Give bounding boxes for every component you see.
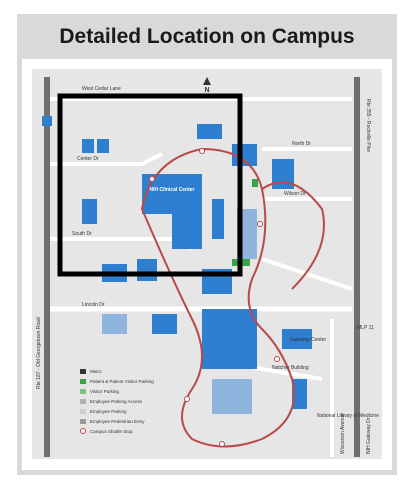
building-38 [292,379,307,409]
panel-title: Detailed Location on Campus [59,24,355,48]
map-panel: Detailed Location on Campus [17,14,397,475]
legend-label: Patient & Patient Visitor Parking [90,379,154,384]
north-label: N [204,87,209,94]
shuttle-stop-icon [80,428,86,434]
shuttle-stop-icon [274,356,280,362]
building-mlp-8 [102,314,127,334]
old-georgetown-label: Rte 187 - Old Georgetown Road [36,317,42,389]
north-arrow-icon [203,77,211,85]
clinical-center-label: NIH Clinical Center [149,187,194,193]
legend-label: Employee Pedestrian Entry [90,419,145,424]
visitor-parking-icon [80,389,86,394]
south-dr-label: South Dr [72,231,92,237]
gateway-dr-label: NIH Gateway Dr [366,417,372,454]
parking-icon [80,379,86,384]
campus-map: N West Cedar Lane Center Dr South Dr Lin… [22,59,392,470]
legend-label: Visitor Parking [90,389,119,394]
legend-label: Employee Parking [90,409,127,414]
metro-label: MLP 11 [357,325,374,331]
west-cedar-label: West Cedar Lane [82,86,121,92]
building-53 [97,139,109,153]
metro-marker-west [42,116,52,126]
access-icon [80,399,86,404]
highlight-box [57,93,243,277]
north-dr-label: North Dr [292,141,311,147]
building-north [272,159,294,189]
building-31 [212,199,224,239]
legend-label: Metro [90,369,102,374]
gateway-center-label: Gateway Center [290,337,326,343]
map-legend: Metro Patient & Patient Visitor Parking … [80,369,154,434]
old-georgetown-road [44,77,50,457]
building-45 [282,329,312,349]
shuttle-stop-icon [184,396,190,402]
building-35 [137,259,157,281]
campus-map-svg: N West Cedar Lane Center Dr South Dr Lin… [32,69,382,459]
wilson-dr-label: Wilson Dr [284,191,306,197]
wisconsin-label: Wisconsin Avenue [340,413,346,454]
shuttle-stop-icon [219,441,225,447]
center-drive-road [50,152,163,166]
building-library-annex [212,379,252,414]
pedestrian-icon [80,419,86,424]
natcher-label: Natcher Building [272,365,309,371]
legend-label: Campus Shuttle Stop [90,429,133,434]
center-dr-label: Center Dr [77,156,99,162]
shuttle-route [140,147,295,448]
natcher-area-building [202,309,257,369]
rockville-pike [354,77,360,457]
library-label: National Library of Medicine [317,413,379,419]
building-51 [82,139,94,153]
building-mlp-9 [152,314,177,334]
rockville-pike-label: Rte 355 - Rockville Pike [365,99,371,152]
metro-icon [80,369,86,374]
shuttle-route-east [261,181,325,290]
lincoln-dr-label: Lincoln Dr [82,302,105,308]
patient-parking [252,179,258,187]
shuttle-stop-icon [149,176,155,182]
building-10-south [172,214,202,249]
legend-label: Employee Parking Access [90,399,143,404]
shuttle-stop-icon [257,221,263,227]
building-41 [82,199,97,224]
building-15 [197,124,222,139]
employee-parking-icon [80,409,86,414]
shuttle-stop-icon [199,148,205,154]
east-road [261,257,353,291]
